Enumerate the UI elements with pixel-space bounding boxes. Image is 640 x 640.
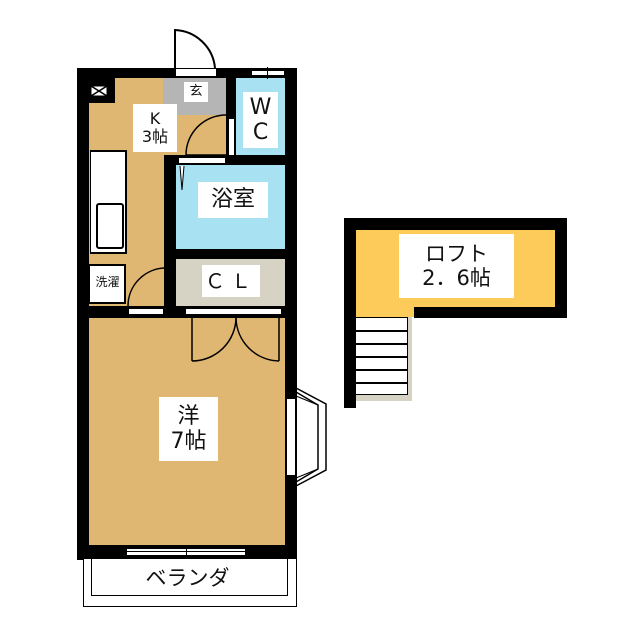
balcony-window-mullion [186, 545, 187, 559]
loft-wall-left [344, 218, 356, 408]
loft-stairs [356, 317, 408, 395]
bath-cl-wall [164, 249, 294, 259]
entrance-door-threshold [175, 68, 217, 77]
bath-door [178, 157, 226, 164]
kitchen-label: K 3帖 [133, 104, 177, 152]
laundry-label: 洗濯 [91, 272, 124, 294]
bathroom-label: 浴室 [198, 182, 268, 218]
loft-wall-bottom [414, 307, 567, 318]
balcony [83, 559, 297, 607]
bay-window-opening [286, 398, 296, 476]
loft-label: ロフト 2．6帖 [399, 234, 514, 298]
toilet-label: W C [243, 92, 278, 148]
loft-wall-top [344, 218, 567, 230]
western-room-label: 洋 7帖 [159, 397, 218, 461]
wc-window [252, 70, 284, 76]
room-door-threshold [128, 308, 164, 315]
loft-wall-right [555, 218, 567, 318]
entrance-label: 玄 [184, 82, 208, 102]
bath-wall-left [164, 155, 176, 320]
kitchen-floor-upper [115, 78, 165, 108]
balcony-inner-rail [91, 559, 288, 596]
closet-door-threshold [185, 308, 282, 315]
vent-icon [90, 81, 108, 97]
closet-label: ＣＬ [202, 265, 260, 297]
bath-wall-top [165, 155, 295, 165]
kitchen-sink-icon [96, 203, 124, 249]
balcony-label: ベランダ [145, 565, 230, 590]
wc-door [228, 118, 235, 156]
loft-floor-step [356, 307, 414, 317]
wc-window-mullion [267, 67, 268, 79]
